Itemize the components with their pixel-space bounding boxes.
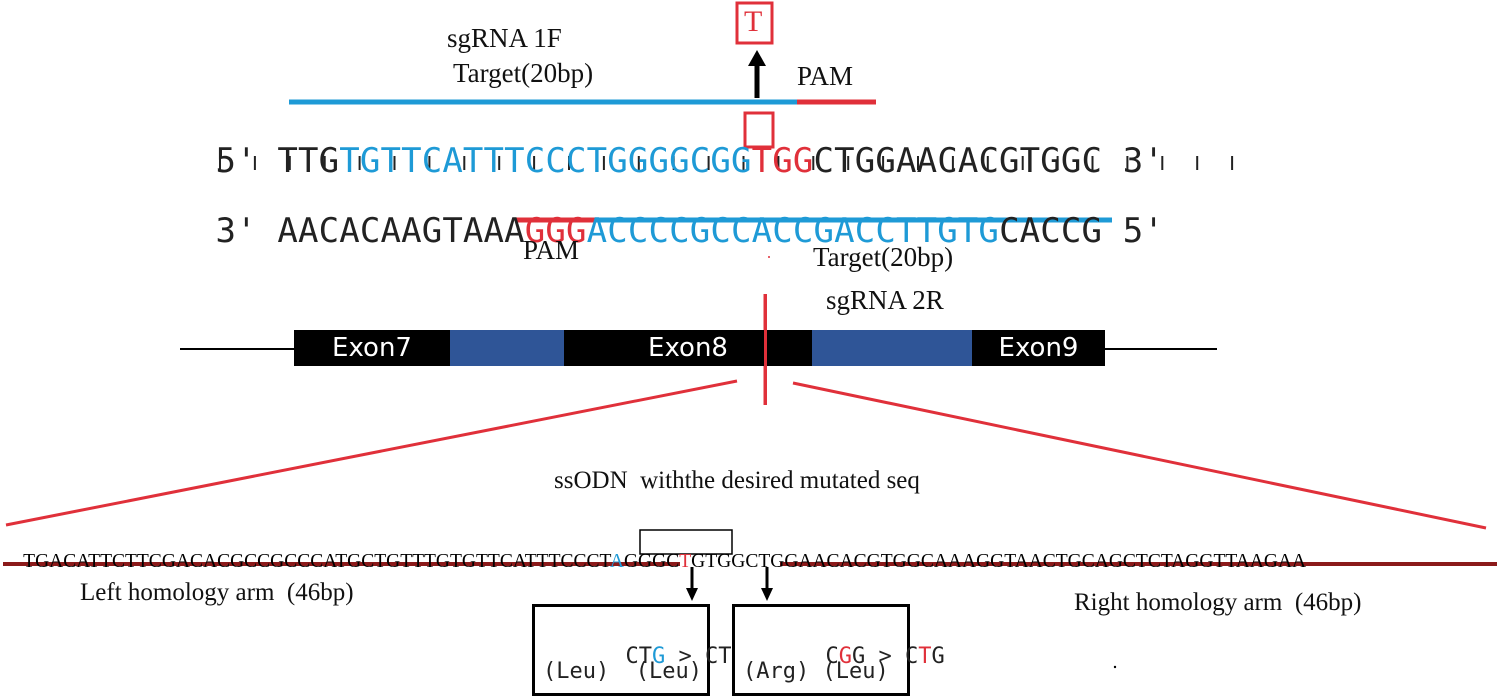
left-homology-arm-label: Left homology arm (46bp) (80, 579, 354, 606)
odn-seq-left: TGACATTCTTCGACACGCCGCCCATGCTGTTTGTGTTCAT… (23, 550, 574, 572)
pam-bottom-label: PAM (523, 235, 580, 265)
codon-leu-pre: CT (625, 644, 652, 669)
odn-seq-box-c: GG (623, 550, 653, 572)
odn-seq-box-mutation: A (609, 550, 624, 572)
down-arrow-2-head (761, 588, 773, 601)
codon-leu-post: CT (704, 644, 732, 669)
top-strand-prime-right: 3' (1122, 141, 1165, 181)
intron7-block (450, 330, 564, 366)
bottom-strand-target: ACCCCGCCACCGACCTTGTG (586, 211, 1000, 251)
sgrna1-target-label: Target(20bp) (453, 58, 594, 88)
top-strand-target-end: G (731, 141, 752, 181)
intron8-block (812, 330, 972, 366)
amino-acid-leu: (Leu) (Leu) (543, 659, 702, 684)
down-arrow-1-head (686, 588, 698, 601)
exon7-block (294, 330, 450, 366)
speck (768, 256, 770, 258)
codon-leu-arrow: > (665, 644, 705, 669)
codon-change-box-leu: CTG > CTA (Leu) (Leu) (532, 604, 745, 696)
bottom-strand-left: AACACAAGTAAA (277, 211, 525, 251)
top-strand-right: CTGGAACACGTGGC (813, 141, 1103, 181)
exon8-label: Exon8 (648, 333, 728, 363)
bottom-strand: 3' AACACAAGTAAAGGGACCCCGCCACCGACCTTGTGCA… (133, 180, 1164, 282)
codon-arg-pre-mut: G (838, 644, 852, 669)
bottom-strand-right: CACCG (999, 211, 1103, 251)
exon8-block (564, 330, 812, 366)
speck (1113, 665, 1117, 669)
codon-arg-post-end: G (931, 644, 945, 669)
exon9-block (972, 330, 1105, 366)
zoom-line-left (5, 379, 738, 527)
exon9-label: Exon9 (998, 333, 1079, 363)
codon-change-arg: CGG > CTG (746, 624, 945, 690)
zoom-line-right (792, 381, 1487, 530)
bottom-strand-pam: GGG (524, 211, 587, 251)
top-strand: 5' TTGTGTTCATTTCCCTGGGGCGGTGGCTGGAACACGT… (133, 110, 1164, 212)
odn-seq-box-a: CCT (573, 550, 610, 572)
sgrna1-name: sgRNA 1F (447, 23, 562, 53)
bottom-strand-prime-left: 3' (215, 211, 257, 251)
cut-site-marker (764, 294, 767, 405)
odn-seq-mutation: T (679, 550, 692, 572)
sgrna2-name: sgRNA 2R (826, 285, 944, 315)
odn-seq-right: GTGGCTGGAACACGTGGCAAAGGTAACTGCAGCTCTAGGT… (691, 550, 1307, 572)
base-pair-ticks (219, 156, 1234, 170)
odn-sequence: TGACATTCTTCGACACGCCGCCCATGCTGTTTGTGTTCAT… (4, 532, 1306, 591)
codon-arg-arrow: > (865, 644, 905, 669)
codon-leu-pre-mut: G (651, 644, 666, 669)
codon-change-box-arg: CGG > CTG (Arg) (Leu) (732, 604, 945, 696)
codon-arg-post-mut: T (918, 644, 932, 669)
target-base-box (743, 111, 775, 149)
codon-arg-post: C (904, 644, 919, 669)
top-strand-left: TTG (277, 141, 340, 181)
codon-arg-pre: C (825, 644, 839, 669)
odn-title: ssODN withthe desired mutated seq (554, 467, 920, 494)
amino-acid-arg: (Arg) (Leu) (743, 659, 889, 684)
odn-region-box (639, 529, 733, 555)
top-strand-pam: TGG (751, 141, 814, 181)
odn-seq-mid: GC (652, 550, 680, 572)
exon7-label: Exon7 (332, 333, 412, 363)
pam-top-label: PAM (797, 61, 854, 91)
codon-arg-pre-end: G (851, 644, 866, 669)
mutation-letter-box (735, 1, 774, 45)
top-strand-target: TGTTCATTTCCCTGGGGC (339, 141, 711, 181)
sgrna2-target-label: Target(20bp) (813, 242, 954, 272)
top-strand-boxed-base: G (710, 141, 731, 181)
mutation-arrow-head (748, 50, 766, 66)
mutation-letter: T (744, 5, 763, 38)
bottom-strand-prime-right: 5' (1122, 211, 1165, 251)
top-strand-prime-left: 5' (215, 141, 257, 181)
right-homology-arm-label: Right homology arm (46bp) (1074, 589, 1362, 616)
